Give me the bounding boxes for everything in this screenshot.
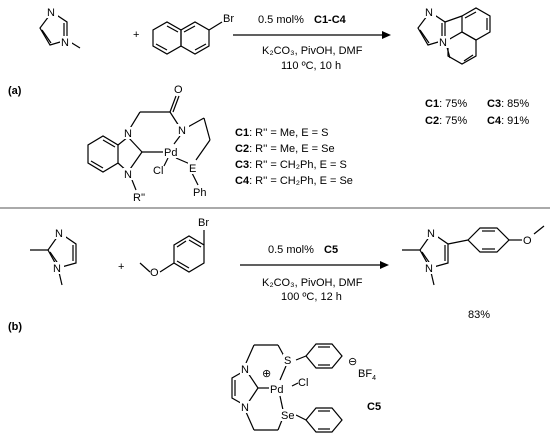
reagent-a-temperature-time: 110 ºC, 10 h [281,60,341,72]
catalyst-complex-c1-c4: N N N O Pd Cl E Ph R'' [87,84,211,204]
plus-sign: + [118,261,124,273]
reaction-arrow-b: 0.5 mol% C5 K₂CO₃, PivOH, DMF 100 ºC, 12… [240,244,389,303]
catalyst-c5-label: C5 [367,401,381,413]
atom-pd: Pd [164,147,177,159]
cat-id: C1 [235,127,249,139]
atom-n: N [439,37,447,49]
svg-text:C3: R'' = CH₂Ph, E = S: C3: R'' = CH₂Ph, E = S [235,159,347,171]
atom-n: N [241,402,249,414]
reagent-b-conditions: K₂CO₃, PivOH, DMF [262,277,363,289]
atom-n: N [427,228,435,240]
atom-s: S [284,355,291,367]
yields-a: C1: 75% C3: 85% C2: 75% C4: 91% [425,98,529,127]
yield-cat: C2 [425,115,439,127]
yield-value: : 75% [439,115,467,127]
atom-n: N [425,7,433,19]
counterion-subscript: 4 [372,375,376,382]
atom-n: N [241,364,249,376]
atom-n: N [47,7,55,19]
cation-charge: ⊕ [262,368,271,380]
atom-se: Se [281,410,294,422]
yield-value: : 91% [501,115,529,127]
reactant-b-dimethylimidazole: N N [30,227,77,286]
svg-text:C1: 75%: C1: 75% [425,98,467,110]
reagent-a-conditions: K₂CO₃, PivOH, DMF [262,45,363,57]
yield-value: : 75% [439,98,467,110]
product-b-arylimidazole: N N O [402,225,545,286]
atom-n: N [53,263,61,275]
svg-text:C1: R'' = Me, E = S: C1: R'' = Me, E = S [235,127,328,139]
catalyst-list-a: C1: R'' = Me, E = S C2: R'' = Me, E = Se… [235,127,353,187]
atom-n: N [61,37,69,49]
cat-id: C2 [235,143,249,155]
reagent-b-catalyst: C5 [324,244,338,256]
svg-text:C3: 85%: C3: 85% [487,98,529,110]
oxygen-label: O [150,267,159,279]
catalyst-complex-c5: N N S Pd Cl Se ⊕ ⊖ BF4 C5 [231,343,381,433]
cat-desc: : R'' = Me, E = S [249,127,328,139]
product-a-naphthylimidazole: N N [417,6,491,65]
yield-value: : 85% [501,98,529,110]
yield-b: 83% [468,309,490,321]
reagent-b-temperature-time: 100 ºC, 12 h [281,291,342,303]
atom-r: R'' [133,192,145,204]
atom-pd: Pd [270,384,283,396]
atom-n: N [178,125,186,137]
svg-text:C2: R'' = Me, E = Se: C2: R'' = Me, E = Se [235,143,335,155]
reagent-a-catalyst: C1-C4 [314,14,347,26]
yield-cat: C1 [425,98,439,110]
reactant-b-bromoanisole: Br O [139,217,209,279]
svg-text:BF4: BF4 [358,368,376,382]
cat-id: C4 [235,175,250,187]
atom-cl: Cl [298,377,308,389]
yield-cat: C3 [487,98,501,110]
cat-desc: : R'' = CH₂Ph, E = S [249,159,347,171]
reaction-arrow-a: 0.5 mol% C1-C4 K₂CO₃, PivOH, DMF 110 ºC,… [233,14,391,72]
oxygen-label: O [523,235,532,247]
scheme-a-label: (a) [8,85,22,97]
cat-id: C3 [235,159,249,171]
atom-e: E [189,163,196,175]
bromine-label: Br [198,217,209,229]
svg-text:C4: R'' = CH₂Ph, E = Se: C4: R'' = CH₂Ph, E = Se [235,175,353,187]
cat-desc: : R'' = CH₂Ph, E = Se [249,175,353,187]
atom-n: N [55,228,63,240]
reactant-a-1-methylimidazole: N N [39,6,81,49]
bromine-label: Br [223,13,234,25]
atom-cl: Cl [153,165,163,177]
plus-sign: + [133,29,139,41]
reagent-a-loading: 0.5 mol% [258,14,304,26]
atom-ph: Ph [193,187,206,199]
counterion: BF [358,368,372,380]
yield-cat: C4 [487,115,502,127]
scheme-b-label: (b) [8,321,22,333]
cat-desc: : R'' = Me, E = Se [249,143,335,155]
reagent-b-loading: 0.5 mol% [268,244,314,256]
reactant-a-2-bromonaphthalene: Br [152,13,234,55]
atom-n: N [425,263,433,275]
svg-text:C4: 91%: C4: 91% [487,115,529,127]
anion-charge: ⊖ [348,356,357,368]
atom-o: O [174,84,183,96]
atom-n: N [124,128,132,140]
atom-n: N [124,169,132,181]
svg-text:C2: 75%: C2: 75% [425,115,467,127]
